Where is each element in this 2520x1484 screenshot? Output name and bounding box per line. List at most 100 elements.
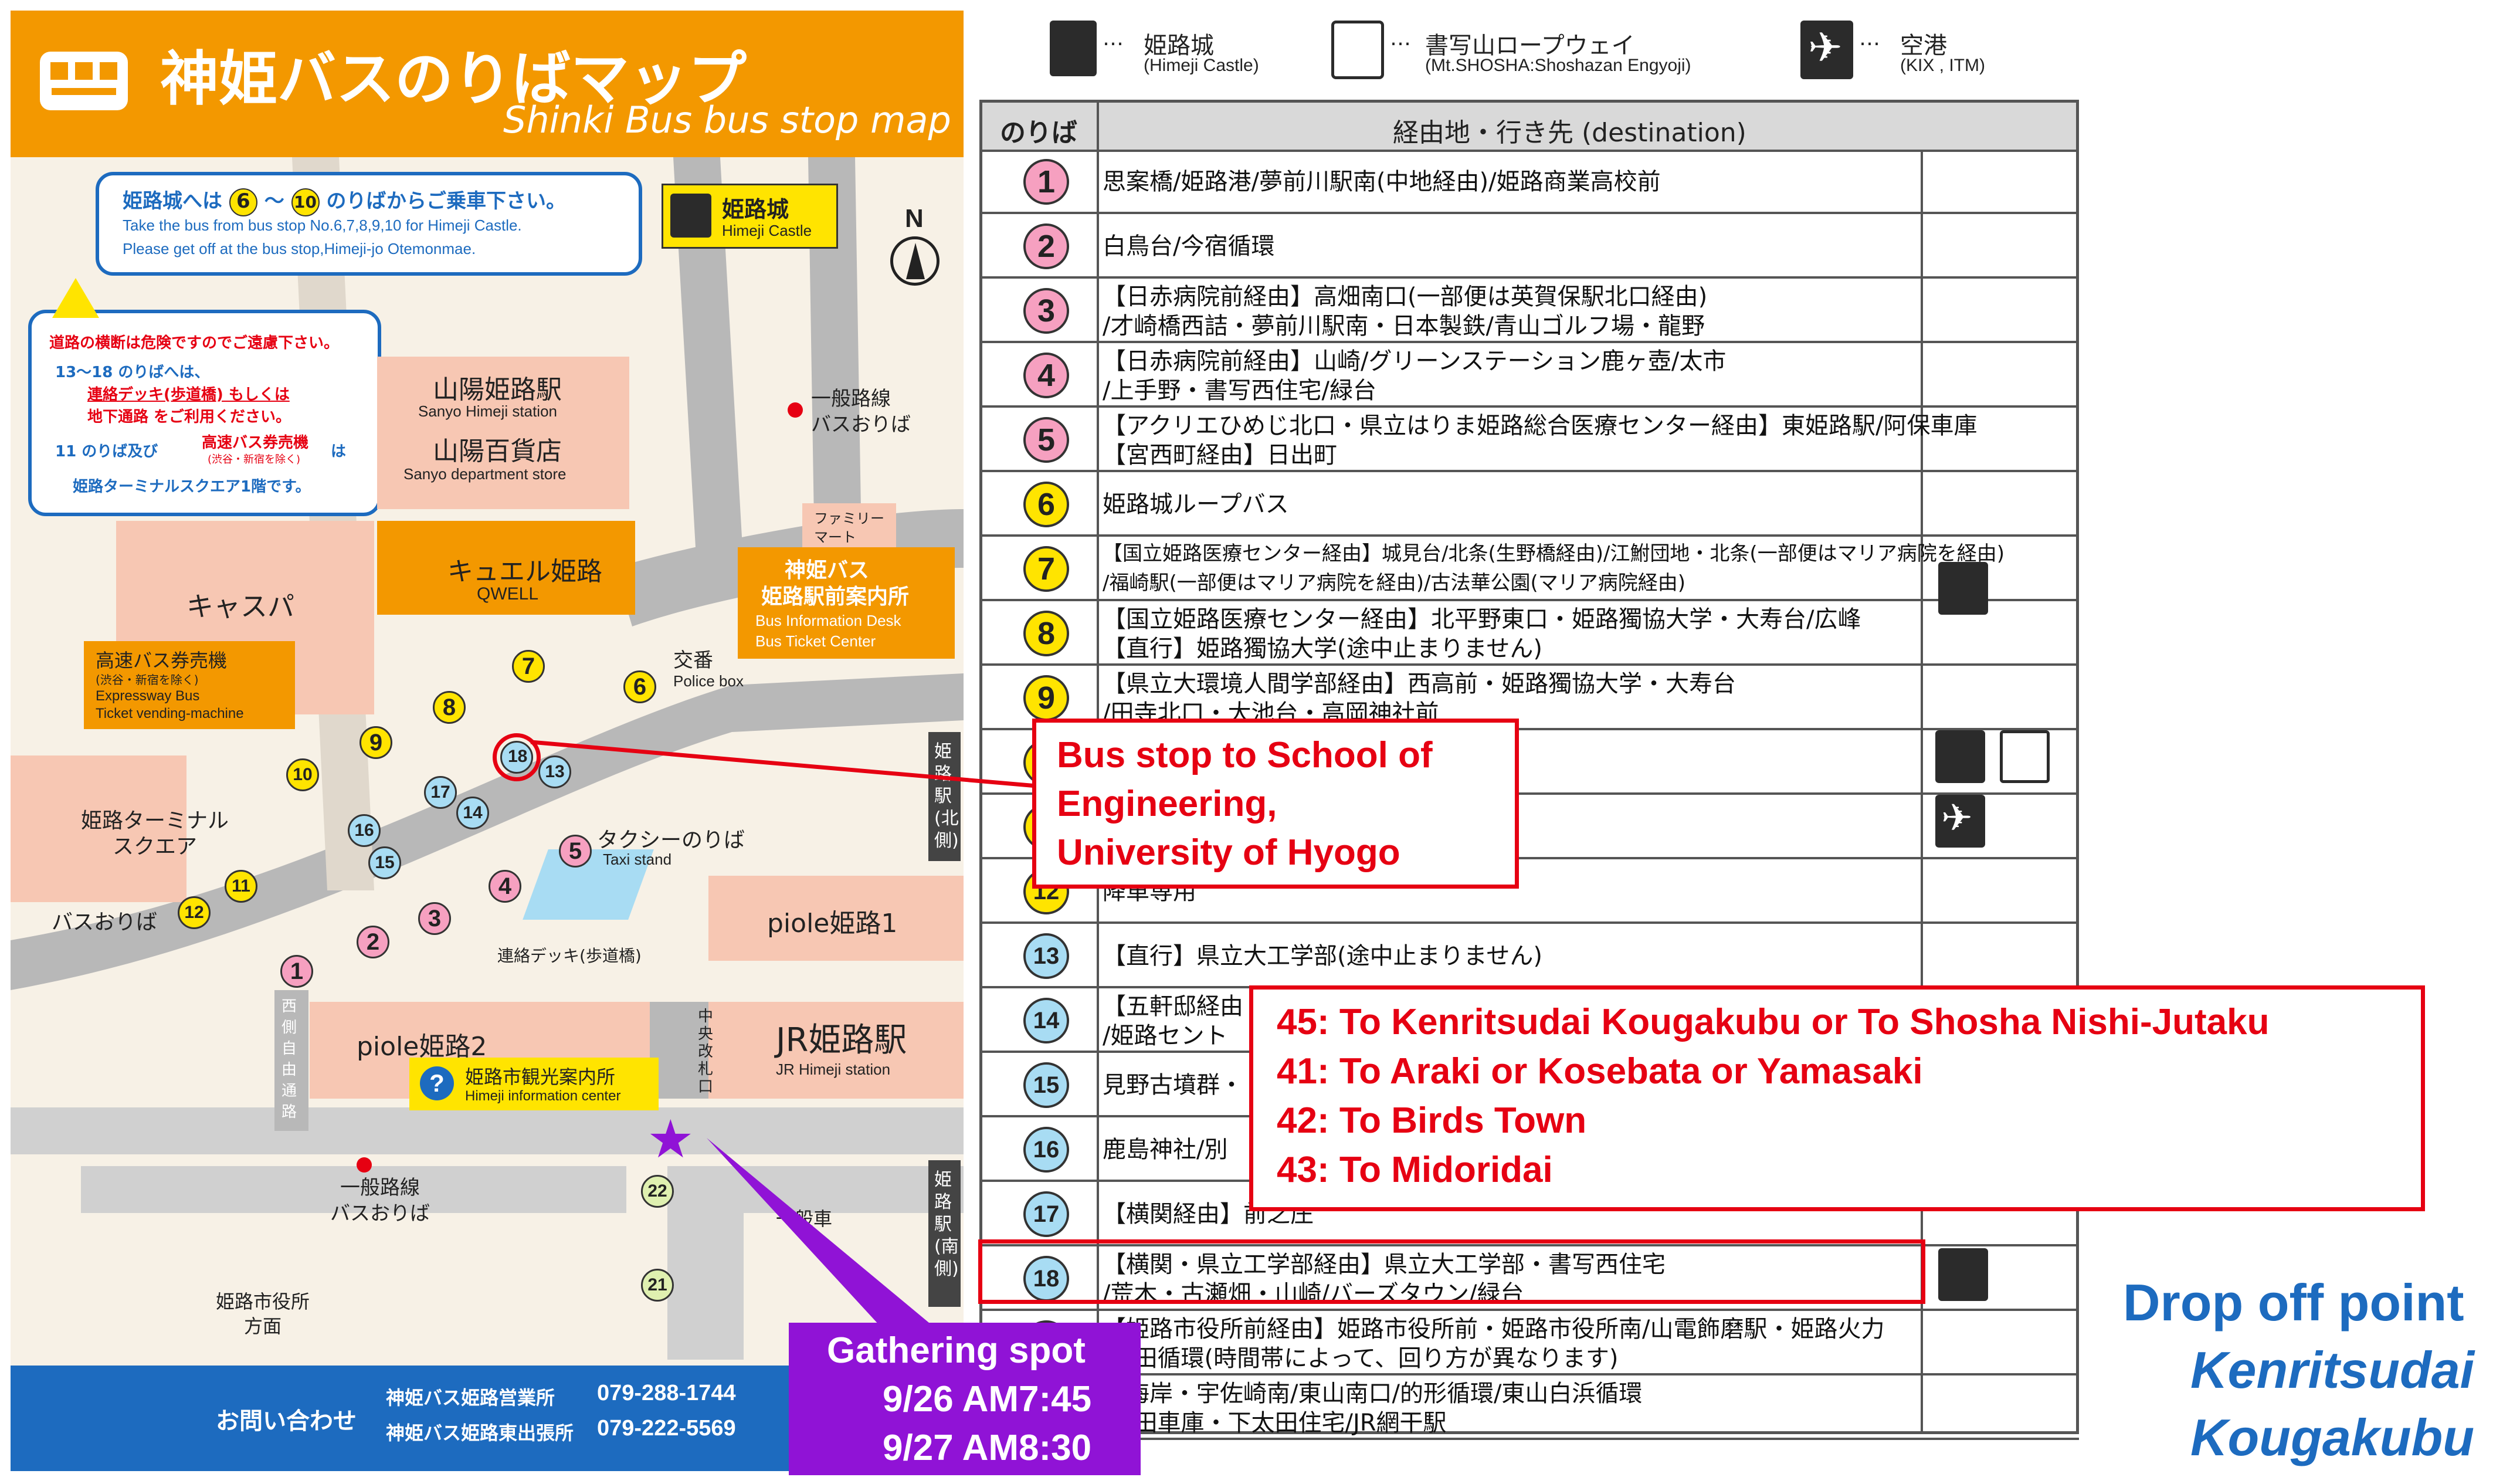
map-stop-17[interactable]: 17 bbox=[424, 776, 457, 809]
map-stop-4[interactable]: 4 bbox=[489, 870, 521, 903]
drop-off-line1: Drop off point bbox=[2123, 1273, 2464, 1331]
callout-school: Bus stop to School of Engineering, Unive… bbox=[1032, 719, 1519, 889]
taxi-en: Taxi stand bbox=[603, 851, 672, 868]
table-dest-line1: 白鳥台/今宿循環 bbox=[1103, 233, 1275, 260]
contact-tel1: 079-288-1744 bbox=[597, 1381, 736, 1405]
warning-line2c: 地下通路 をご利用ください。 bbox=[87, 408, 291, 426]
map-stop-5[interactable]: 5 bbox=[559, 835, 592, 868]
bus-icon bbox=[40, 52, 128, 110]
table-dest-line1: 【五軒邸経由 bbox=[1103, 993, 1243, 1020]
bus-drop-label: バスおりば bbox=[52, 910, 158, 934]
table-castle-icon-10 bbox=[1935, 730, 1985, 783]
map-stop-11[interactable]: 11 bbox=[225, 870, 257, 903]
contact-tel2: 079-222-5569 bbox=[597, 1416, 736, 1441]
castle-notice-line3: Please get off at the bus stop,Himeji-jo… bbox=[123, 240, 476, 258]
contact-office2: 神姫バス姫路東出張所 bbox=[386, 1422, 574, 1444]
table-stop-number: 14 bbox=[1023, 998, 1069, 1043]
express-jp: 高速バス券売機 bbox=[96, 649, 228, 672]
legend-castle-jp: 姫路城 bbox=[1144, 32, 1214, 59]
table-row bbox=[982, 730, 2079, 795]
table-dest-line1: 【日赤病院前経由】高畑南口(一部便は英賀保駅北口経由) bbox=[1103, 283, 1708, 310]
castle-label: 姫路城 Himeji Castle bbox=[662, 184, 838, 249]
warning-line3b: 高速バス券売機 bbox=[202, 434, 309, 452]
table-row bbox=[982, 795, 2079, 859]
legend-ropeway-jp: 書写山ロープウェイ bbox=[1425, 32, 1635, 59]
gathering-star-icon: ★ bbox=[647, 1109, 694, 1170]
map-stop-13[interactable]: 13 bbox=[538, 755, 571, 788]
table-stop-number: 13 bbox=[1023, 933, 1069, 979]
jr-en: JR Himeji station bbox=[776, 1061, 891, 1078]
map-stop-1[interactable]: 1 bbox=[280, 955, 313, 988]
west-road-label: 西側自由通路 bbox=[281, 998, 297, 1121]
express-en1: Expressway Bus bbox=[96, 688, 200, 704]
info-desk-jp1: 神姫バス bbox=[785, 558, 870, 582]
warning-line3d: は bbox=[331, 443, 347, 460]
legend-airport-icon bbox=[1800, 21, 1853, 79]
legend-ropeway-en: (Mt.SHOSHA:Shoshazan Engyoji) bbox=[1425, 56, 1691, 75]
castle-label-en: Himeji Castle bbox=[722, 222, 812, 239]
callout-route-45: 45: To Kenritsudai Kougakubu or To Shosh… bbox=[1277, 1002, 2270, 1042]
table-dest-line1: 【国立姫路医療センター経由】城見台/北条(生野橋経由)/江鮒団地・北条(一部便は… bbox=[1103, 542, 2005, 565]
map-stop-12[interactable]: 12 bbox=[178, 896, 211, 929]
castle-notice-a: 姫路城へは bbox=[123, 189, 222, 213]
map-stop-6[interactable]: 6 bbox=[623, 670, 656, 703]
deck-label: 連絡デッキ(歩道橋) bbox=[497, 946, 642, 965]
table-dest-line1: 【日赤病院前経由】山崎/グリーンステーション鹿ヶ壺/太市 bbox=[1103, 348, 1727, 375]
table-dest-line2: /福崎駅(一部便はマリア病院を経由)/古法華公園(マリア病院経由) bbox=[1103, 571, 1685, 595]
map-stop-16[interactable]: 16 bbox=[348, 814, 381, 847]
table-dest-line2: 【直行】姫路獨協大学(途中止まりません) bbox=[1103, 635, 1543, 662]
legend-castle-en: (Himeji Castle) bbox=[1144, 56, 1259, 75]
table-castle-icon-18 bbox=[1938, 1248, 1988, 1301]
table-ropeway-icon-10 bbox=[2000, 730, 2050, 783]
table-row bbox=[982, 408, 2079, 472]
table-dest-line2: 【宮西町経由】日出町 bbox=[1103, 442, 1337, 469]
warning-line2b: 連絡デッキ(歩道橋) もしくは bbox=[87, 386, 290, 404]
drop-off-line2: Kenritsudai bbox=[2190, 1341, 2475, 1399]
table-dest-line1: 【アクリエひめじ北口・県立はりま姫路総合医療センター経由】東姫路駅/阿保車庫 bbox=[1103, 412, 1978, 439]
table-dest-line2: /才崎橋西詰・夢前川駅南・日本製鉄/青山ゴルフ場・龍野 bbox=[1103, 313, 1705, 340]
table-row bbox=[982, 472, 2079, 537]
express-en2: Ticket vending-machine bbox=[96, 706, 244, 721]
police-jp: 交番 bbox=[673, 649, 713, 672]
map-stop-7[interactable]: 7 bbox=[512, 650, 545, 683]
map-stop-22[interactable]: 22 bbox=[641, 1175, 674, 1208]
table-row bbox=[982, 666, 2079, 730]
castle-notice-c: のりばからご乗車下さい。 bbox=[326, 189, 567, 213]
express-sub: (渋谷・新宿を除く) bbox=[96, 673, 199, 687]
table-row bbox=[982, 150, 2079, 214]
map-stop-3[interactable]: 3 bbox=[418, 902, 451, 935]
table-stop-number: 6 bbox=[1023, 482, 1069, 527]
table-stop-number: 8 bbox=[1023, 611, 1069, 656]
legend-ropeway-dots: … bbox=[1390, 26, 1411, 50]
castle-notice-n1: 6 bbox=[229, 188, 257, 216]
map-stop-8[interactable]: 8 bbox=[433, 691, 466, 724]
city-info: ? 姫路市観光案内所 Himeji information center bbox=[409, 1058, 659, 1110]
general-bus-top: 一般路線 バスおりば bbox=[811, 387, 911, 436]
piole1-label: piole姫路1 bbox=[767, 909, 898, 938]
table-row bbox=[982, 601, 2079, 666]
warning-line3a: 11 のりば及び bbox=[55, 443, 158, 460]
warning-line4: 姫路ターミナルスクエア1階です。 bbox=[73, 478, 311, 496]
map-stop-14[interactable]: 14 bbox=[456, 797, 489, 829]
table-dest-line1: 姫路城ループバス bbox=[1103, 491, 1289, 518]
legend-airport-dots: … bbox=[1859, 26, 1880, 50]
castle-notice-line2: Take the bus from bus stop No.6,7,8,9,10… bbox=[123, 216, 522, 234]
map-stop-9[interactable]: 9 bbox=[359, 726, 392, 759]
table-stop-number: 5 bbox=[1023, 417, 1069, 463]
castle-icon bbox=[670, 194, 711, 238]
family-mart-label: ファミリー マート bbox=[814, 510, 884, 546]
table-header-stop: のりば bbox=[1000, 118, 1077, 148]
table-row bbox=[982, 214, 2079, 279]
central-gate-label: 中央改札口 bbox=[698, 1008, 714, 1096]
map-stop-2[interactable]: 2 bbox=[357, 926, 389, 958]
row-18-highlight bbox=[978, 1239, 1925, 1304]
sanyo-station-jp: 山陽姫路駅 bbox=[433, 375, 562, 405]
map-stop-21[interactable]: 21 bbox=[641, 1269, 674, 1302]
map-stop-10[interactable]: 10 bbox=[286, 758, 319, 791]
table-header bbox=[982, 103, 2076, 152]
table-dest-line2: /姫路セント bbox=[1103, 1022, 1228, 1049]
bus-drop-bottom-dot bbox=[357, 1157, 372, 1173]
sanyo-dept-jp: 山陽百貨店 bbox=[433, 436, 562, 466]
map-stop-15[interactable]: 15 bbox=[368, 846, 401, 879]
table-row bbox=[982, 537, 2079, 601]
